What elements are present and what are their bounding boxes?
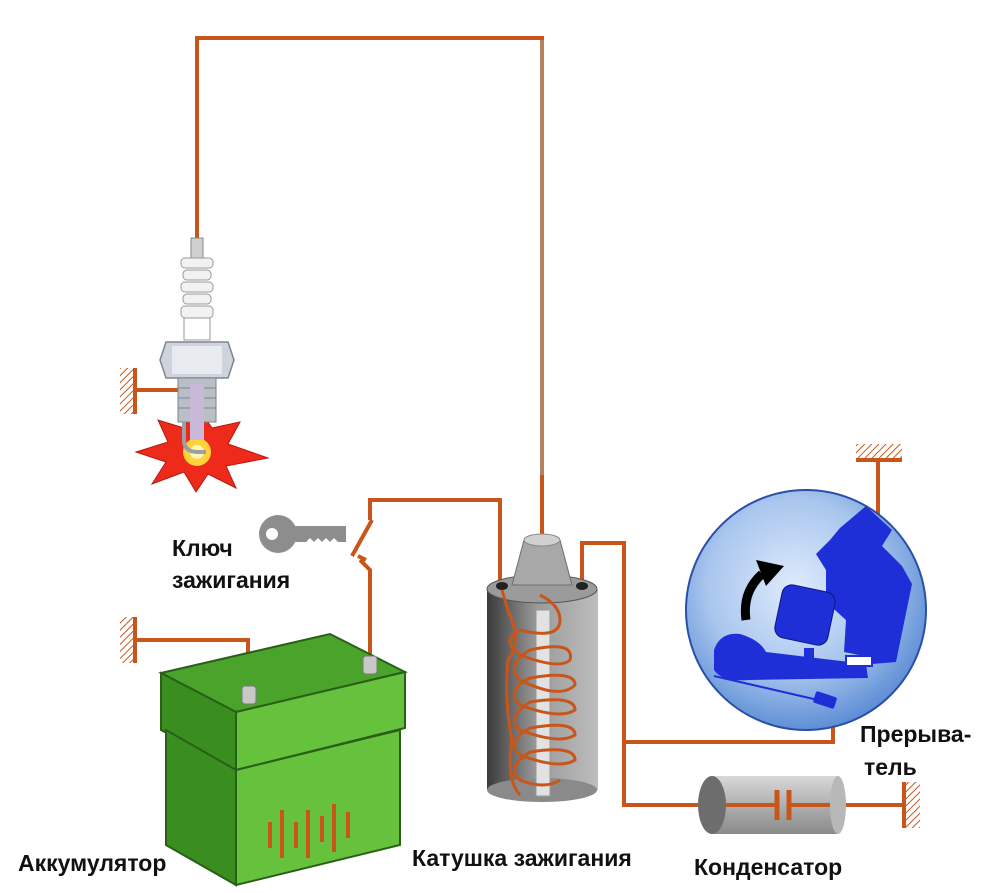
condenser-label: Конденсатор (694, 854, 842, 880)
breaker (685, 489, 927, 731)
coil-core (535, 609, 551, 797)
breaker-label-line2: тель (864, 754, 917, 780)
coil-to-condenser-wire (622, 742, 712, 807)
ground-symbol-icon (120, 368, 137, 414)
rotation-arrow-head (756, 560, 784, 586)
battery-to-key-wire (358, 558, 372, 663)
battery-label: Аккумулятор (18, 850, 166, 876)
breaker-arm (816, 506, 912, 664)
coil-terminal-left (496, 582, 508, 590)
ground-symbol-icon (120, 617, 137, 663)
ground-symbol-icon (856, 444, 902, 462)
breaker-cam (774, 584, 836, 646)
breaker-label-line1: Прерыва- (860, 721, 971, 747)
capacitor-icon (726, 790, 830, 820)
ignition-switch (350, 519, 374, 562)
battery-negative-terminal (241, 685, 257, 705)
key-label-line1: Ключ (172, 535, 233, 561)
battery-side-upper (235, 670, 406, 772)
battery-positive-terminal (362, 655, 378, 675)
spark-plug-icon (134, 237, 270, 493)
key-label-line2: зажигания (172, 567, 290, 593)
condenser (698, 776, 846, 834)
battery-cells-icon (268, 804, 350, 858)
key-icon[interactable] (259, 515, 346, 553)
coil-terminal-right (576, 582, 588, 590)
high-tension-wire (195, 36, 544, 540)
battery-side (235, 728, 401, 887)
battery (158, 632, 408, 887)
coil-to-breaker-wire (580, 541, 835, 744)
ground-symbol-icon (902, 782, 920, 828)
ignition-coil (486, 533, 598, 802)
key-to-coil-wire (368, 498, 502, 585)
coil-winding-icon (508, 593, 577, 787)
coil-label: Катушка зажигания (412, 845, 632, 871)
rotation-arrow-icon (740, 570, 766, 621)
breaker-lever (714, 633, 868, 681)
